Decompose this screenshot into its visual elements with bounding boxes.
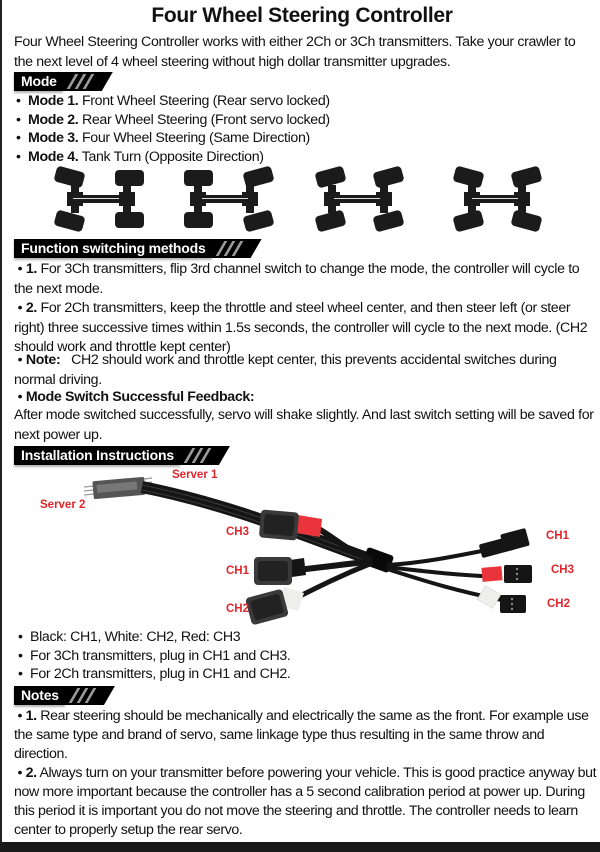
steering-diagrams (2, 165, 600, 234)
section-header-label: Function switching methods (14, 239, 212, 258)
label-left-ch2: CH2 (226, 603, 250, 615)
stripes-decoration (64, 686, 115, 705)
label-right-ch3: CH3 (551, 564, 575, 576)
left-ch3-connector (259, 509, 322, 541)
section-header-mode: Mode (14, 72, 113, 91)
right-ch3-connector (481, 565, 532, 583)
bottom-border (0, 842, 600, 852)
stripes-decoration (179, 446, 230, 465)
section-header-label: Mode (14, 72, 63, 91)
installation-list: •Black: CH1, White: CH2, Red: CH3 •For 3… (18, 628, 291, 684)
controller-board-icon (83, 476, 153, 500)
right-ch1-connector (479, 528, 530, 558)
front-wheel-steering-icon (53, 165, 144, 233)
right-ch2-connector (476, 585, 526, 613)
mode-item: •Mode 4. Tank Turn (Opposite Direction) (16, 148, 264, 165)
section-header-label: Installation Instructions (14, 446, 180, 465)
label-server-2: Server 2 (40, 499, 86, 511)
left-ch1-connector (254, 557, 306, 585)
harness-illustration (83, 476, 532, 625)
section-header-installation: Installation Instructions (14, 446, 230, 465)
section-header-label: Notes (14, 686, 65, 705)
function-note: • Note: CH2 should work and throttle kep… (14, 352, 557, 388)
section-header-notes: Notes (14, 686, 115, 705)
feedback-text: After mode switched successfully, servo … (14, 407, 594, 443)
rear-wheel-steering-icon (184, 165, 275, 233)
stripes-decoration (62, 72, 113, 91)
wiring-harness-diagram: Server 1 Server 2 CH3 CH1 CH2 CH1 CH3 CH… (2, 465, 600, 625)
mode-item: •Mode 3. Four Wheel Steering (Same Direc… (16, 130, 310, 146)
mode-item: •Mode 1. Front Wheel Steering (Rear serv… (16, 93, 330, 109)
tank-turn-icon (452, 165, 543, 233)
function-item-1: • 1. For 3Ch transmitters, flip 3rd chan… (14, 261, 580, 297)
notes-item-2: • 2. Always turn on your transmitter bef… (14, 765, 597, 838)
label-right-ch1: CH1 (546, 530, 570, 542)
mode-item: •Mode 2. Rear Wheel Steering (Front serv… (16, 111, 330, 128)
installation-item: •For 2Ch transmitters, plug in CH1 and C… (18, 666, 291, 682)
mode-list: •Mode 1. Front Wheel Steering (Rear serv… (16, 92, 330, 166)
left-ch2-connector (245, 587, 304, 625)
feedback-heading: • Mode Switch Successful Feedback: (17, 389, 255, 405)
intro-paragraph: Four Wheel Steering Controller works wit… (14, 34, 576, 70)
notes-item-1: • 1. Rear steering should be mechanicall… (14, 708, 589, 762)
four-wheel-steering-icon (314, 165, 405, 233)
label-server-1: Server 1 (172, 469, 218, 481)
stripes-decoration (211, 239, 262, 258)
label-left-ch1: CH1 (226, 565, 250, 577)
label-right-ch2: CH2 (547, 598, 571, 610)
page-title: Four Wheel Steering Controller (151, 4, 453, 27)
label-left-ch3: CH3 (226, 526, 250, 538)
installation-item: •Black: CH1, White: CH2, Red: CH3 (18, 629, 241, 645)
installation-item: •For 3Ch transmitters, plug in CH1 and C… (18, 647, 291, 664)
section-header-function-switching: Function switching methods (14, 239, 262, 258)
function-item-2: • 2. For 2Ch transmitters, keep the thro… (14, 300, 588, 355)
